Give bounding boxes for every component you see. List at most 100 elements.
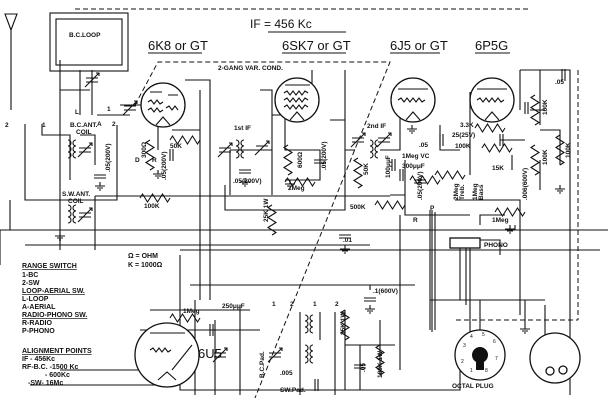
phono-jack[interactable]: [449, 237, 481, 249]
trimmer-bc-ant: [77, 142, 93, 158]
label-r-100k-e: 100K: [565, 142, 572, 158]
resistor-50k: [169, 134, 201, 146]
capacitor-05-top: [561, 69, 566, 81]
resistor-300-ohm: [144, 139, 156, 171]
octal-pin-5: 5: [482, 332, 485, 338]
capacitor-05-det: [414, 179, 426, 184]
label-r-100k-1w: 100K 1W: [377, 350, 384, 378]
legend-loop-1: L-LOOP: [22, 296, 49, 303]
capacitor-1: [364, 297, 376, 302]
resistor-3-3k: [474, 122, 506, 134]
ground-icon: [240, 178, 250, 187]
legend-align-3: - 600Kc: [45, 372, 70, 379]
label-r-300: 300Ω: [141, 142, 148, 158]
ground-icon: [153, 170, 163, 179]
legend-phono-title: RADIO-PHONO SW.: [22, 312, 87, 319]
tube-6p5g-label: 6P5G: [475, 38, 508, 53]
capacitor-300: [399, 169, 404, 181]
label-c-250: 250μμF: [222, 303, 245, 310]
switch-mark-d: D: [135, 157, 140, 164]
capacitor-25: [499, 134, 504, 146]
label-r-2meg: 2Meg: [288, 185, 305, 192]
label-r-500k: 500K: [350, 204, 366, 211]
octal-pin-1: 1: [470, 368, 473, 374]
label-c-k2: .05(200V): [321, 141, 328, 170]
capacitor-05-b: [354, 364, 366, 369]
capacitor-01: [339, 234, 351, 239]
ground-icon: [407, 125, 417, 134]
label-r-25k: 25K 1W: [263, 198, 270, 222]
switch-mark-a: A: [97, 121, 102, 128]
trimmer-if2-b: [376, 132, 392, 148]
capacitor-05-if1: [239, 169, 251, 174]
legend-align-1: IF - 456Kc: [22, 356, 55, 363]
gang-link: [134, 61, 391, 399]
legend-align-title: ALIGNMENT POINTS: [22, 348, 92, 355]
component-labels: B.C.ANT. COIL S.W.ANT. COIL L A 1 2 2 1 …: [5, 79, 572, 394]
resistor-100k-c: [529, 94, 541, 126]
coil-osc-bc: [304, 314, 314, 334]
octal-plug: [454, 329, 506, 381]
label-c-det: .05(200V): [417, 171, 424, 200]
gang-label: 2-GANG VAR. COND.: [218, 65, 283, 72]
label-c-if1: .05(200V): [233, 178, 262, 185]
trimmer-if2-a: [350, 132, 366, 148]
range-mark-2: 2: [5, 122, 9, 129]
label-c-01: .01: [343, 237, 352, 244]
variable-capacitor-rf: [122, 100, 138, 116]
switch-mark-1: 1: [107, 106, 111, 113]
label-sw-pad: SW.Pad.: [280, 387, 306, 394]
legend-ohm: Ω = OHM: [128, 253, 158, 260]
label-c-k1: .05(200V): [161, 151, 168, 180]
label-r-1meg-b: 1Meg: [183, 308, 200, 315]
resistor-15k: [434, 169, 466, 181]
dashed-right-link: [456, 70, 579, 321]
switch-mark-2: 2: [112, 121, 116, 128]
range-switch-mark-2b: 2: [335, 301, 339, 308]
coil-2nd-if: [369, 139, 379, 159]
label-2nd-if: 2nd IF: [367, 123, 386, 130]
label-c-100: 100μμF: [385, 155, 392, 178]
label-r-100k-d: 100K: [542, 149, 549, 165]
range-switch-mark-2a: 2: [290, 301, 294, 308]
trimmer-loop: [84, 72, 100, 88]
bc-loop-outer: [49, 12, 129, 72]
title: IF = 456 Kc: [250, 17, 312, 31]
ground-icon: [340, 245, 350, 254]
coil-bc-ant: [67, 139, 77, 159]
legend-loop-title: LOOP-AERIAL SW.: [22, 288, 85, 295]
label-phono: PHONO: [484, 242, 508, 249]
label-c-25: 25(25V): [452, 132, 475, 139]
legend-loop-2: A-AERIAL: [22, 304, 56, 311]
capacitor-006: [524, 102, 529, 114]
capacitor-005: [314, 379, 319, 391]
tube-6p5g: [469, 77, 515, 123]
resistor-50k-b: [352, 157, 364, 189]
label-c-05a: .05: [419, 142, 428, 149]
legend-range-title: RANGE SWITCH: [22, 263, 77, 270]
label-r-600: 600Ω: [297, 152, 304, 168]
octal-pin-8: 8: [485, 368, 488, 374]
label-r-50k-a: 50K: [170, 143, 182, 150]
tube-6sk7-label: 6SK7 or GT: [282, 38, 351, 53]
bc-loop-label: B.C.LOOP: [69, 32, 101, 39]
ground-icon: [520, 325, 530, 334]
octal-pin-4: 4: [470, 334, 473, 340]
coil-1st-if: [235, 139, 245, 159]
label-r-3-3k: 3.3K: [460, 122, 474, 129]
wiring: [0, 60, 608, 395]
bc-ant-coil-label-2: COIL: [76, 129, 92, 136]
bc-ant-coil-label: B.C.ANT.: [70, 122, 98, 129]
radio-phono-mark-r: R: [413, 217, 418, 224]
ground-icon: [505, 225, 515, 234]
label-treble-1: 2Meg: [453, 183, 460, 200]
tube-6k8-label: 6K8 or GT: [148, 38, 208, 53]
speaker-socket: [529, 332, 581, 384]
label-r-50k-b: 50K: [363, 163, 370, 175]
range-mark-1: 1: [42, 122, 46, 129]
label-treble-2: Treb.: [459, 184, 466, 200]
label-c-005: .005: [280, 370, 293, 377]
capacitor-05-ant: [94, 174, 106, 179]
label-r-100k-a: 100K: [144, 203, 160, 210]
